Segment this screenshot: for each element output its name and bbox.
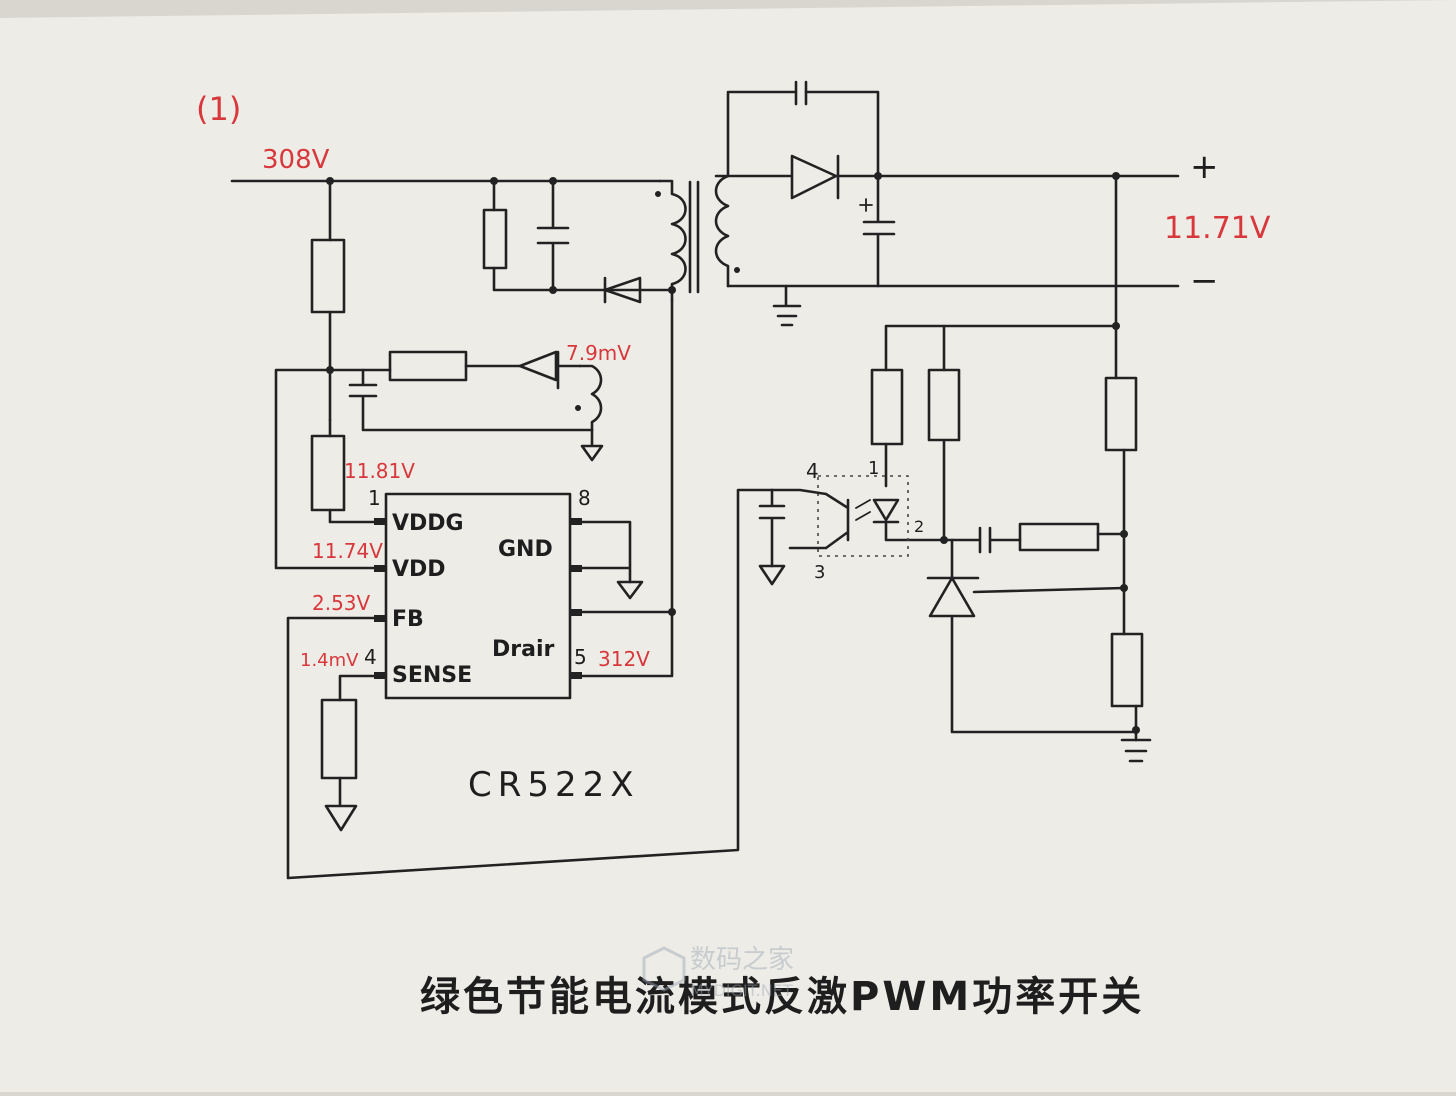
comp-resistor [1018,522,1100,552]
output-ground [1120,738,1152,763]
sense-ground [324,776,358,832]
pin-vddg-label: VDDG [392,511,464,536]
opto-pin1: 1 [868,458,879,479]
pin8-number: 8 [578,486,591,510]
aux-diode [518,350,582,390]
primary-winding [658,179,687,302]
watermark-en: MYDIGIT.NET [690,981,793,1000]
pin-gnd-label: GND [498,537,553,562]
startup-resistor [310,238,346,314]
divider-upper-resistor [1104,376,1138,452]
sense-voltage: 1.4mV [300,650,359,671]
ic-ground [616,580,644,600]
primary-circuit [230,177,774,880]
pin-fb-label: FB [392,607,424,632]
figure-number: (1) [196,90,241,128]
pin1-number: 1 [368,486,381,510]
aux-ground [580,428,604,462]
optocoupler-outline [817,475,909,557]
watermark-cn: 数码之家 [690,945,794,975]
opto-led [872,498,946,542]
output-minus: − [1190,261,1219,301]
pin5-number: 5 [574,645,587,669]
output-plus: + [1190,147,1219,187]
opto-pin3: 3 [814,562,825,583]
snubber-diode [603,276,642,304]
output-diode [726,154,1180,200]
cr522x-ic [384,492,572,700]
fb-ground [758,564,786,586]
vddg-voltage: 11.81V [344,459,415,483]
output-voltage: 11.71V [1164,211,1271,246]
auxiliary-winding [578,364,603,432]
rc-snubber-capacitor [794,80,808,106]
fb-capacitor [758,488,786,568]
caption: 绿色节能电流模式反激PWM功率开关 [420,974,1144,1020]
opto-pin2: 2 [914,517,924,536]
watermark: 数码之家 MYDIGIT.NET [642,945,794,1000]
pin-vdd-label: VDD [392,557,446,582]
pin4-number: 4 [364,645,377,669]
opto-pin4: 4 [806,459,819,483]
divider-lower-resistor [1110,632,1144,708]
pin-drain-label: Drair [492,637,554,662]
vdd-capacitor [348,368,594,432]
output-capacitor [862,174,896,288]
tl431 [926,538,1126,618]
pin-sense-label: SENSE [392,663,472,688]
secondary-winding [714,174,730,288]
vddg-resistor [310,434,346,512]
secondary-ground [772,284,802,327]
watermark-logo-icon [642,946,686,992]
secondary-circuit: + − [714,80,1219,763]
drain-voltage: 312V [598,647,650,671]
input-voltage: 308V [262,145,330,175]
ic-part-number: CR522X [468,765,640,805]
aux-winding-voltage: 7.9mV [566,341,631,365]
fb-voltage: 2.53V [312,591,371,615]
opto-transistor [770,488,850,550]
transformer-core [688,180,700,294]
vdd-voltage: 11.74V [312,539,383,563]
snubber-capacitor [536,179,570,292]
